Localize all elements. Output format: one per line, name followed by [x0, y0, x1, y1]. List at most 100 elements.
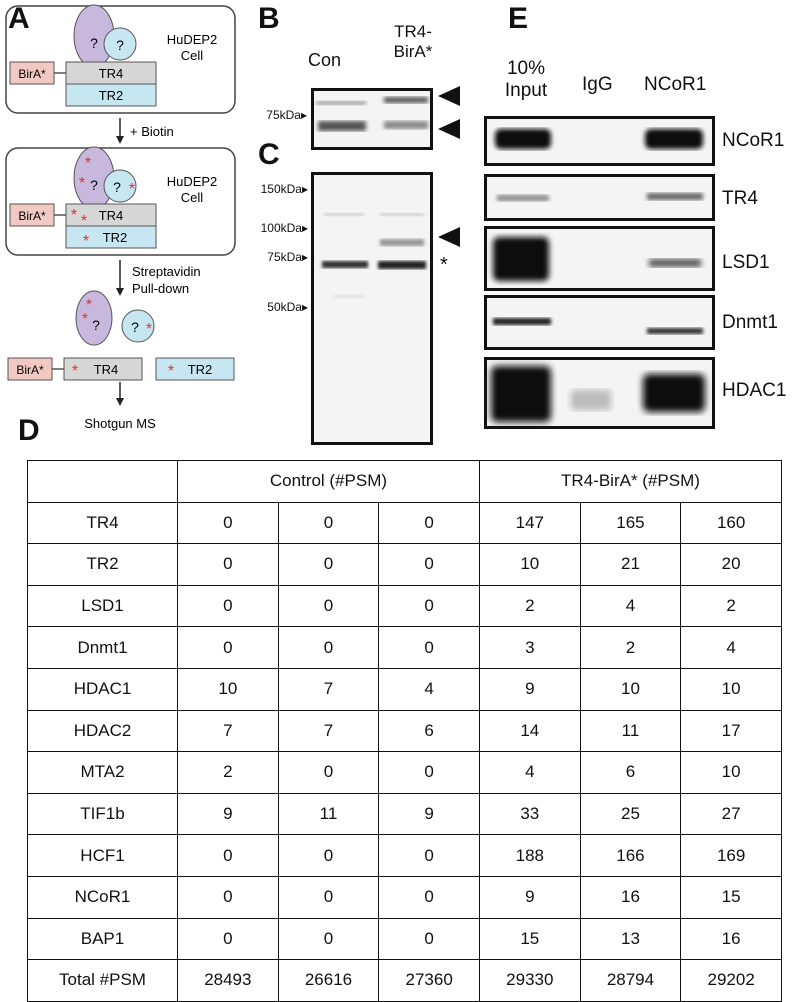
blot-label-ncor1: NCoR1	[722, 130, 785, 151]
table-cell: 13	[579, 917, 682, 961]
arrowhead-indicator	[438, 227, 460, 247]
arrowhead-indicator	[438, 86, 460, 106]
blot-e-dnmt1-bands	[493, 318, 703, 334]
tr2-box-2	[65, 225, 157, 249]
table-cell: 15	[680, 875, 782, 919]
row-label: TIF1b	[27, 792, 178, 836]
table-cell: 26616	[277, 959, 380, 1002]
table-cell: 4	[478, 751, 581, 794]
biotin-mark: *	[129, 181, 135, 198]
table-cell: 4	[378, 667, 480, 711]
panel-letter-a: A	[8, 2, 30, 35]
tr4-label: TR4	[99, 208, 124, 223]
unknown-mark: ?	[116, 37, 124, 53]
panel-a-schematic: ? ? TR4 TR2 BirA* HuDEP2 Cell + Biotin ?…	[5, 4, 236, 431]
blot-b-bands	[316, 97, 428, 131]
cell-label: Cell	[181, 190, 204, 205]
biotin-mark: *	[81, 213, 87, 230]
unknown-mark: ?	[90, 177, 98, 193]
table-cell: 0	[177, 875, 279, 919]
tr4-label: TR4	[94, 362, 119, 377]
unknown-protein-blue-3	[121, 309, 155, 343]
table-cell: 10	[177, 667, 279, 711]
table-cell: 10	[680, 667, 782, 711]
panel-letter-b: B	[258, 2, 280, 35]
table-cell: 0	[177, 626, 279, 669]
table-cell: 0	[177, 543, 279, 586]
blot-label-hdac1: HDAC1	[722, 380, 787, 401]
blot-label-lsd1: LSD1	[722, 252, 770, 273]
table-cell: 0	[177, 917, 279, 961]
table-cell: 3	[478, 626, 581, 669]
table-cell: 0	[277, 501, 380, 545]
table-cell: 0	[177, 584, 279, 628]
table-header-row: Control (#PSM) TR4-BirA* (#PSM)	[27, 460, 783, 503]
row-label: HDAC1	[27, 667, 178, 711]
table-cell: 6	[579, 751, 682, 794]
blot-e-dnmt1	[484, 295, 715, 350]
biotin-mark: *	[83, 233, 89, 250]
lane-label-input: 10%Input	[498, 58, 554, 102]
marker-75kda-c: 75kDa▸	[267, 250, 308, 264]
biotin-mark: *	[71, 207, 77, 224]
cell-label: HuDEP2	[167, 32, 218, 47]
table-cell: 25	[579, 792, 682, 836]
table-cell: 10	[579, 667, 682, 711]
lane-label-line: BirA*	[393, 42, 433, 61]
unknown-mark: ?	[92, 317, 100, 333]
table-cell: 9	[478, 875, 581, 919]
table-cell: 16	[680, 917, 782, 961]
row-label: HDAC2	[27, 709, 178, 753]
panel-letter-c: C	[258, 138, 280, 171]
row-label: Total #PSM	[27, 959, 178, 1002]
table-cell: 0	[378, 501, 480, 545]
biotin-mark: *	[86, 297, 92, 314]
table-cell: 9	[177, 792, 279, 836]
unknown-mark: ?	[131, 319, 139, 335]
blot-e-tr4-bands	[497, 193, 703, 201]
unknown-protein-blue-2	[103, 169, 137, 203]
table-cell: 147	[478, 501, 581, 545]
table-cell: 20	[680, 543, 782, 586]
biotin-mark: *	[146, 321, 152, 338]
table-cell: 0	[277, 875, 380, 919]
cell-label: HuDEP2	[167, 174, 218, 189]
table-cell: 0	[378, 751, 480, 794]
table-cell: 160	[680, 501, 782, 545]
table-cell: 2	[478, 584, 581, 628]
row-label: TR4	[27, 501, 178, 545]
table-cell: 7	[277, 709, 380, 753]
table-cell: 4	[579, 584, 682, 628]
cell-label: Cell	[181, 48, 204, 63]
row-label: LSD1	[27, 584, 178, 628]
step-pulldown: Pull-down	[132, 281, 189, 296]
table-cell: 2	[177, 751, 279, 794]
nonspecific-band-asterisk: *	[440, 254, 448, 276]
table-cell: 27360	[378, 959, 480, 1002]
biotin-mark: *	[72, 363, 78, 380]
blot-c-bands	[322, 213, 426, 298]
table-cell: 11	[579, 709, 682, 753]
table-cell: 0	[378, 834, 480, 877]
table-cell: 165	[579, 501, 682, 545]
table-cell: 15	[478, 917, 581, 961]
blot-panel-b	[311, 88, 433, 150]
table-cell: 28794	[579, 959, 682, 1002]
table-cell: 2	[579, 626, 682, 669]
marker-150kda: 150kDa▸	[260, 182, 308, 196]
table-cell: 2	[680, 584, 782, 628]
table-cell: 0	[177, 834, 279, 877]
unknown-mark: ?	[90, 35, 98, 51]
tr2-box-1	[65, 83, 157, 107]
tr4-label: TR4	[99, 66, 124, 81]
table-cell: 29202	[680, 959, 782, 1002]
biotin-mark: *	[85, 155, 91, 172]
row-label: MTA2	[27, 751, 178, 794]
tr2-label: TR2	[188, 362, 213, 377]
